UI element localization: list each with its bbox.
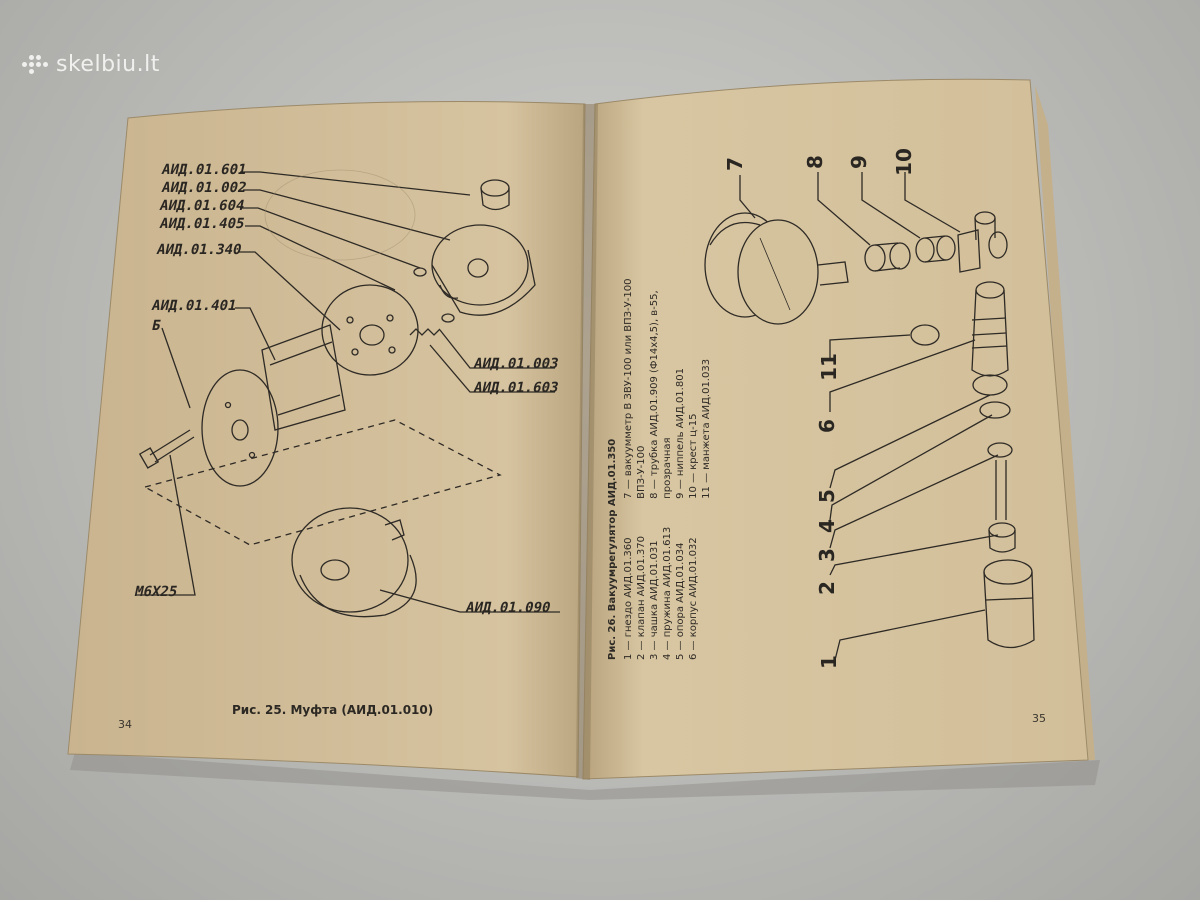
page-number-right: 35 (1032, 712, 1046, 725)
callout-9: 9 (846, 155, 871, 169)
callout-3: 3 (814, 548, 839, 562)
callout-5: 5 (814, 489, 839, 503)
legend-item: 2 — клапан АИД.01.370 (636, 536, 647, 660)
callout-7: 7 (722, 157, 747, 171)
label-aid-01-090: АИД.01.090 (464, 600, 552, 616)
legend-item: 11 — манжета АИД.01.033 (701, 358, 712, 499)
legend-item: 1 — гнездо АИД.01.360 (623, 537, 634, 661)
page-number-left: 34 (118, 718, 132, 731)
leader-603 (429, 344, 555, 393)
leader-b (161, 327, 191, 409)
leader-002 (243, 189, 451, 241)
label-aid-01-002: АИД.01.002 (160, 180, 248, 196)
watermark-dots-icon (22, 55, 52, 75)
coupling-drawing (135, 169, 560, 618)
watermark: skelbiu.lt (22, 52, 160, 77)
leader-601 (240, 171, 471, 196)
leader-340 (238, 251, 341, 331)
booklet-shadow (70, 752, 1100, 800)
right-page (582, 78, 1089, 780)
legend-item: 10 — крест ц-15 (688, 413, 699, 499)
right-page-edge (1035, 85, 1095, 760)
callout-6: 6 (814, 419, 839, 433)
leader-604 (240, 207, 421, 269)
label-aid-01-003: АИД.01.003 (472, 356, 560, 372)
label-aid-01-601: АИД.01.601 (160, 162, 248, 178)
leader-090 (379, 589, 560, 613)
label-m6x25: М6Х25 (133, 584, 179, 600)
left-page (67, 100, 586, 778)
label-aid-01-603: АИД.01.603 (472, 380, 560, 396)
callout-4: 4 (814, 519, 839, 533)
leader-m6 (135, 454, 196, 596)
cap-body (480, 187, 510, 211)
legend-item: 5 — опора АИД.01.034 (675, 542, 686, 660)
vacuum-regulator-drawing (704, 172, 1035, 661)
leader-003 (439, 329, 555, 369)
leader-401 (235, 307, 276, 361)
legend-item: 7 — вакуумметр В ЗВУ-100 или ВПЗ-У-100 (623, 278, 634, 499)
legend-item: 9 — ниппель АИД.01.801 (675, 368, 686, 499)
dashed-outline (143, 419, 502, 546)
legend-item: 6 — корпус АИД.01.032 (688, 537, 699, 660)
watermark-text: skelbiu.lt (56, 52, 160, 77)
callout-8: 8 (802, 155, 827, 169)
callout-10: 10 (891, 148, 916, 176)
leader-405 (245, 225, 396, 291)
legend-item: 3 — чашка АИД.01.031 (649, 540, 660, 660)
label-aid-01-340: АИД.01.340 (155, 242, 243, 258)
legend-right: Рис. 26. Вакуумрегулятор АИД.01.350 1 — … (606, 100, 713, 660)
callout-11: 11 (816, 353, 841, 381)
caption-right: Рис. 26. Вакуумрегулятор АИД.01.350 (607, 438, 618, 660)
label-aid-01-405: АИД.01.405 (158, 216, 246, 232)
legend-item: 4 — пружина АИД.01.613 (662, 526, 673, 660)
label-aid-01-401: АИД.01.401 (150, 298, 238, 314)
callout-1: 1 (816, 655, 841, 669)
legend-item: ВПЗ-У-100 (636, 445, 647, 499)
spine (576, 104, 598, 780)
legend-item: прозрачная (662, 437, 673, 499)
label-aid-01-604: АИД.01.604 (158, 198, 246, 214)
caption-left: Рис. 25. Муфта (АИД.01.010) (232, 703, 434, 717)
legend-item: 8 — трубка АИД.01.909 (Ф14х4,5), в-55, (649, 290, 660, 499)
callout-2: 2 (814, 581, 839, 595)
